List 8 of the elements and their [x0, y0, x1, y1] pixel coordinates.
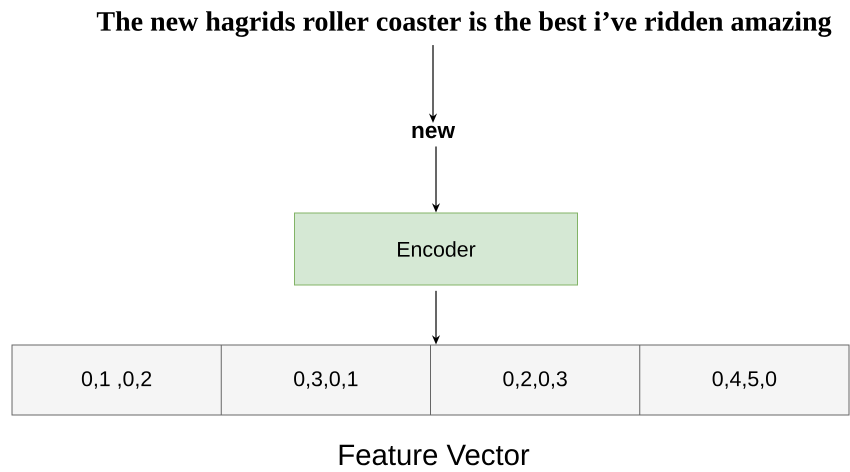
vector-cell: 0,1 ,0,2 [82, 371, 152, 389]
sentence-text: The new hagrids roller coaster is the best i’ve ridden amazing [96, 11, 832, 37]
token-text: new [412, 126, 456, 138]
vector-cell: 0,3,0,1 [294, 371, 358, 389]
encoder-box: Encoder [294, 212, 578, 286]
vector-cell: 0,4,5,0 [712, 371, 776, 389]
node-label: Feature Vector [340, 444, 530, 466]
vector-cell: 0,2,0,3 [503, 371, 567, 389]
